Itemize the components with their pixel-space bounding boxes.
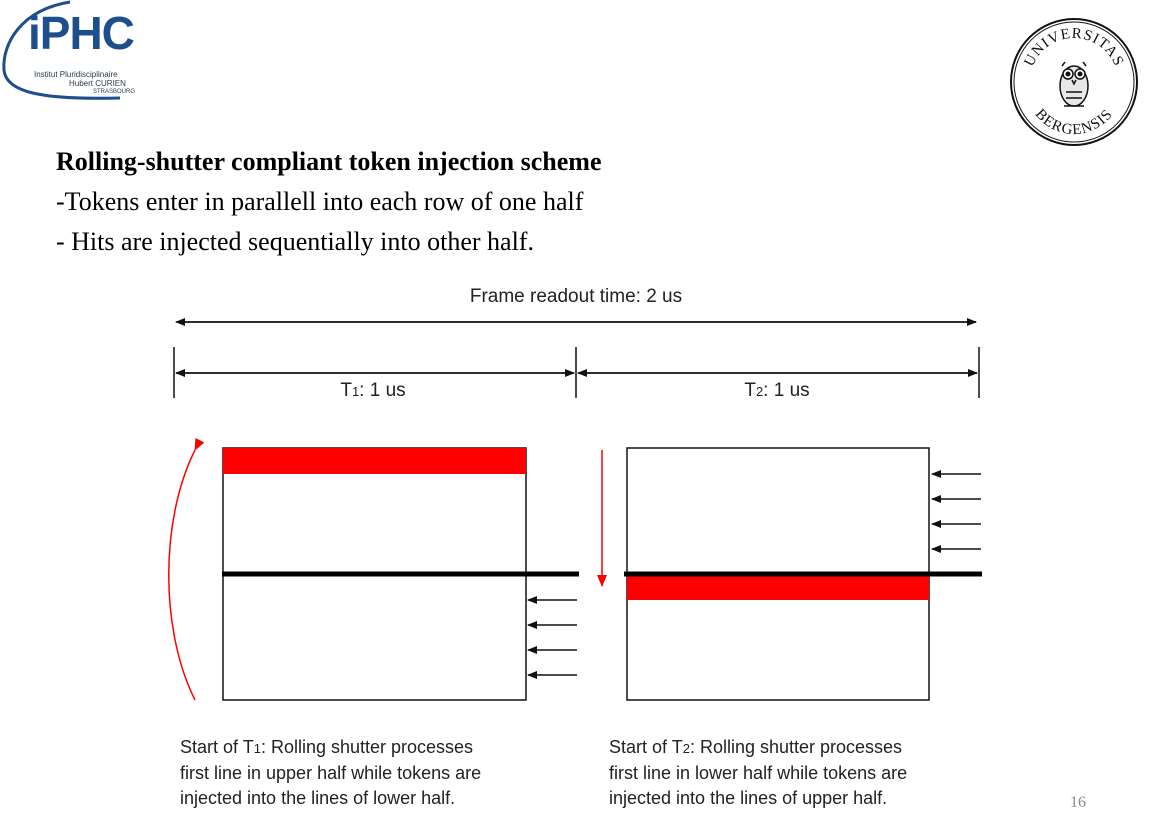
caption-left-line1: Start of T1: Rolling shutter processes — [180, 737, 474, 757]
left-rolling-arrow — [168, 437, 205, 701]
slide-text-block: Rolling-shutter compliant token injectio… — [56, 142, 602, 262]
caption-right: Start of T2: Rolling shutter processes f… — [609, 735, 907, 811]
caption-left: Start of T1: Rolling shutter processes f… — [180, 735, 481, 811]
university-seal: UNIVERSITAS BERGENSIS — [1010, 18, 1138, 146]
caption-right-line3: injected into the lines of upper half. — [609, 788, 888, 808]
t2-label: T2: 1 us — [744, 380, 809, 401]
iphc-logo-line2: Hubert CURIEN — [69, 79, 126, 88]
iphc-logo: iPHC Institut Pluridisciplinaire Hubert … — [0, 0, 160, 110]
caption-right-line2: first line in lower half while tokens ar… — [609, 763, 908, 783]
iphc-logo-line1: Institut Pluridisciplinaire — [34, 70, 118, 79]
bullet-hits: - Hits are injected sequentially into ot… — [56, 227, 534, 256]
caption-left-line2: first line in upper half while tokens ar… — [180, 763, 482, 783]
frame-readout-label: Frame readout time: 2 us — [470, 286, 682, 307]
right-lower-first-line — [627, 574, 929, 600]
caption-left-line3: injected into the lines of lower half. — [180, 788, 456, 808]
slide-title: Rolling-shutter compliant token injectio… — [56, 147, 602, 176]
t1-label: T1: 1 us — [340, 380, 405, 401]
page-number: 16 — [1070, 794, 1086, 811]
iphc-logo-line3: STRASBOURG — [93, 89, 136, 95]
bullet-tokens: -Tokens enter in parallell into each row… — [56, 187, 584, 216]
left-upper-first-line — [223, 448, 526, 474]
caption-right-line1: Start of T2: Rolling shutter processes — [609, 737, 903, 757]
iphc-logo-swoosh — [2, 0, 121, 100]
owl-icon — [1059, 61, 1089, 107]
iphc-logo-letters: iPHC — [28, 7, 135, 59]
